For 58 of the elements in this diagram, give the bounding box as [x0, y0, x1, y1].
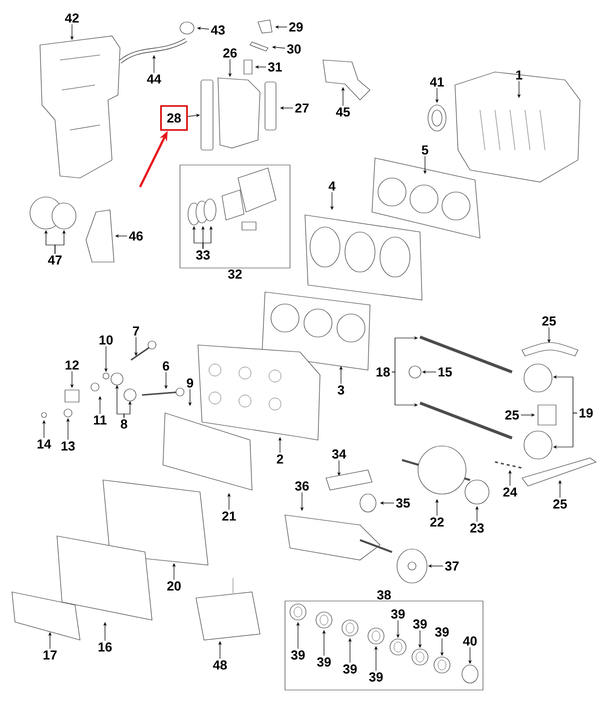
callout-number: 36 — [295, 481, 309, 491]
callout-number: 5 — [422, 145, 428, 155]
callout-number: 25 — [542, 316, 556, 326]
callout-number: 37 — [445, 561, 459, 571]
callout-number: 21 — [222, 511, 236, 521]
callout-number: 34 — [332, 449, 346, 459]
callout-number: 39 — [343, 664, 357, 674]
callout-number: 3 — [338, 385, 344, 395]
callout-number: 26 — [223, 48, 237, 58]
callout-number: 39 — [413, 619, 427, 629]
callout-number: 6 — [162, 361, 170, 371]
callout-number: 27 — [295, 103, 309, 113]
callout-number: 39 — [435, 627, 449, 637]
callout-number: 39 — [369, 672, 383, 682]
callout-number: 24 — [503, 487, 518, 497]
callout-number: 8 — [120, 419, 128, 429]
callout-number: 23 — [470, 523, 484, 533]
callout-number: 43 — [210, 25, 225, 35]
callout-number: 46 — [128, 231, 143, 241]
callout-number: 39 — [317, 657, 331, 667]
callout-number: 39 — [291, 650, 305, 660]
leader-line — [272, 46, 286, 50]
callout-number: 18 — [376, 367, 390, 377]
callout-number: 16 — [98, 642, 112, 652]
callout-number: 1 — [516, 70, 522, 80]
callout-number: 22 — [430, 517, 444, 527]
callout-number: 41 — [430, 78, 444, 86]
callout-number: 4 — [328, 182, 336, 190]
callout-number: 31 — [268, 62, 282, 72]
callout-box: 28 — [160, 105, 188, 131]
callout-number: 45 — [336, 107, 350, 117]
callout-number: 14 — [38, 440, 52, 448]
callout-number: 13 — [62, 441, 75, 451]
callout-number: 10 — [100, 335, 113, 345]
callout-number: 25 — [553, 499, 567, 509]
callout-number: 33 — [196, 250, 210, 260]
callout-number: 44 — [146, 74, 162, 84]
callout-number: 12 — [66, 360, 79, 370]
callout-number: 17 — [44, 650, 57, 660]
leader-line — [392, 336, 418, 372]
callout-number: 25 — [505, 410, 519, 420]
callout-number: 20 — [167, 581, 181, 591]
callout-number: 35 — [396, 498, 410, 508]
callout-number: 2 — [276, 454, 284, 464]
callout-number: 40 — [462, 636, 477, 646]
callout-number: 30 — [287, 44, 301, 54]
callout-number: 42 — [64, 13, 79, 23]
callout-number: 9 — [186, 378, 194, 388]
callout-number: 7 — [132, 326, 140, 336]
leader-line — [197, 26, 210, 30]
callout-number: 19 — [580, 408, 593, 418]
callout-number: 47 — [48, 256, 62, 264]
callout-number: 39 — [391, 609, 405, 619]
callout-number: 48 — [212, 660, 227, 670]
callout-number: 15 — [438, 367, 452, 377]
callout-number: 11 — [94, 416, 106, 424]
leader-line — [553, 412, 578, 449]
callout-number: 29 — [289, 22, 303, 32]
